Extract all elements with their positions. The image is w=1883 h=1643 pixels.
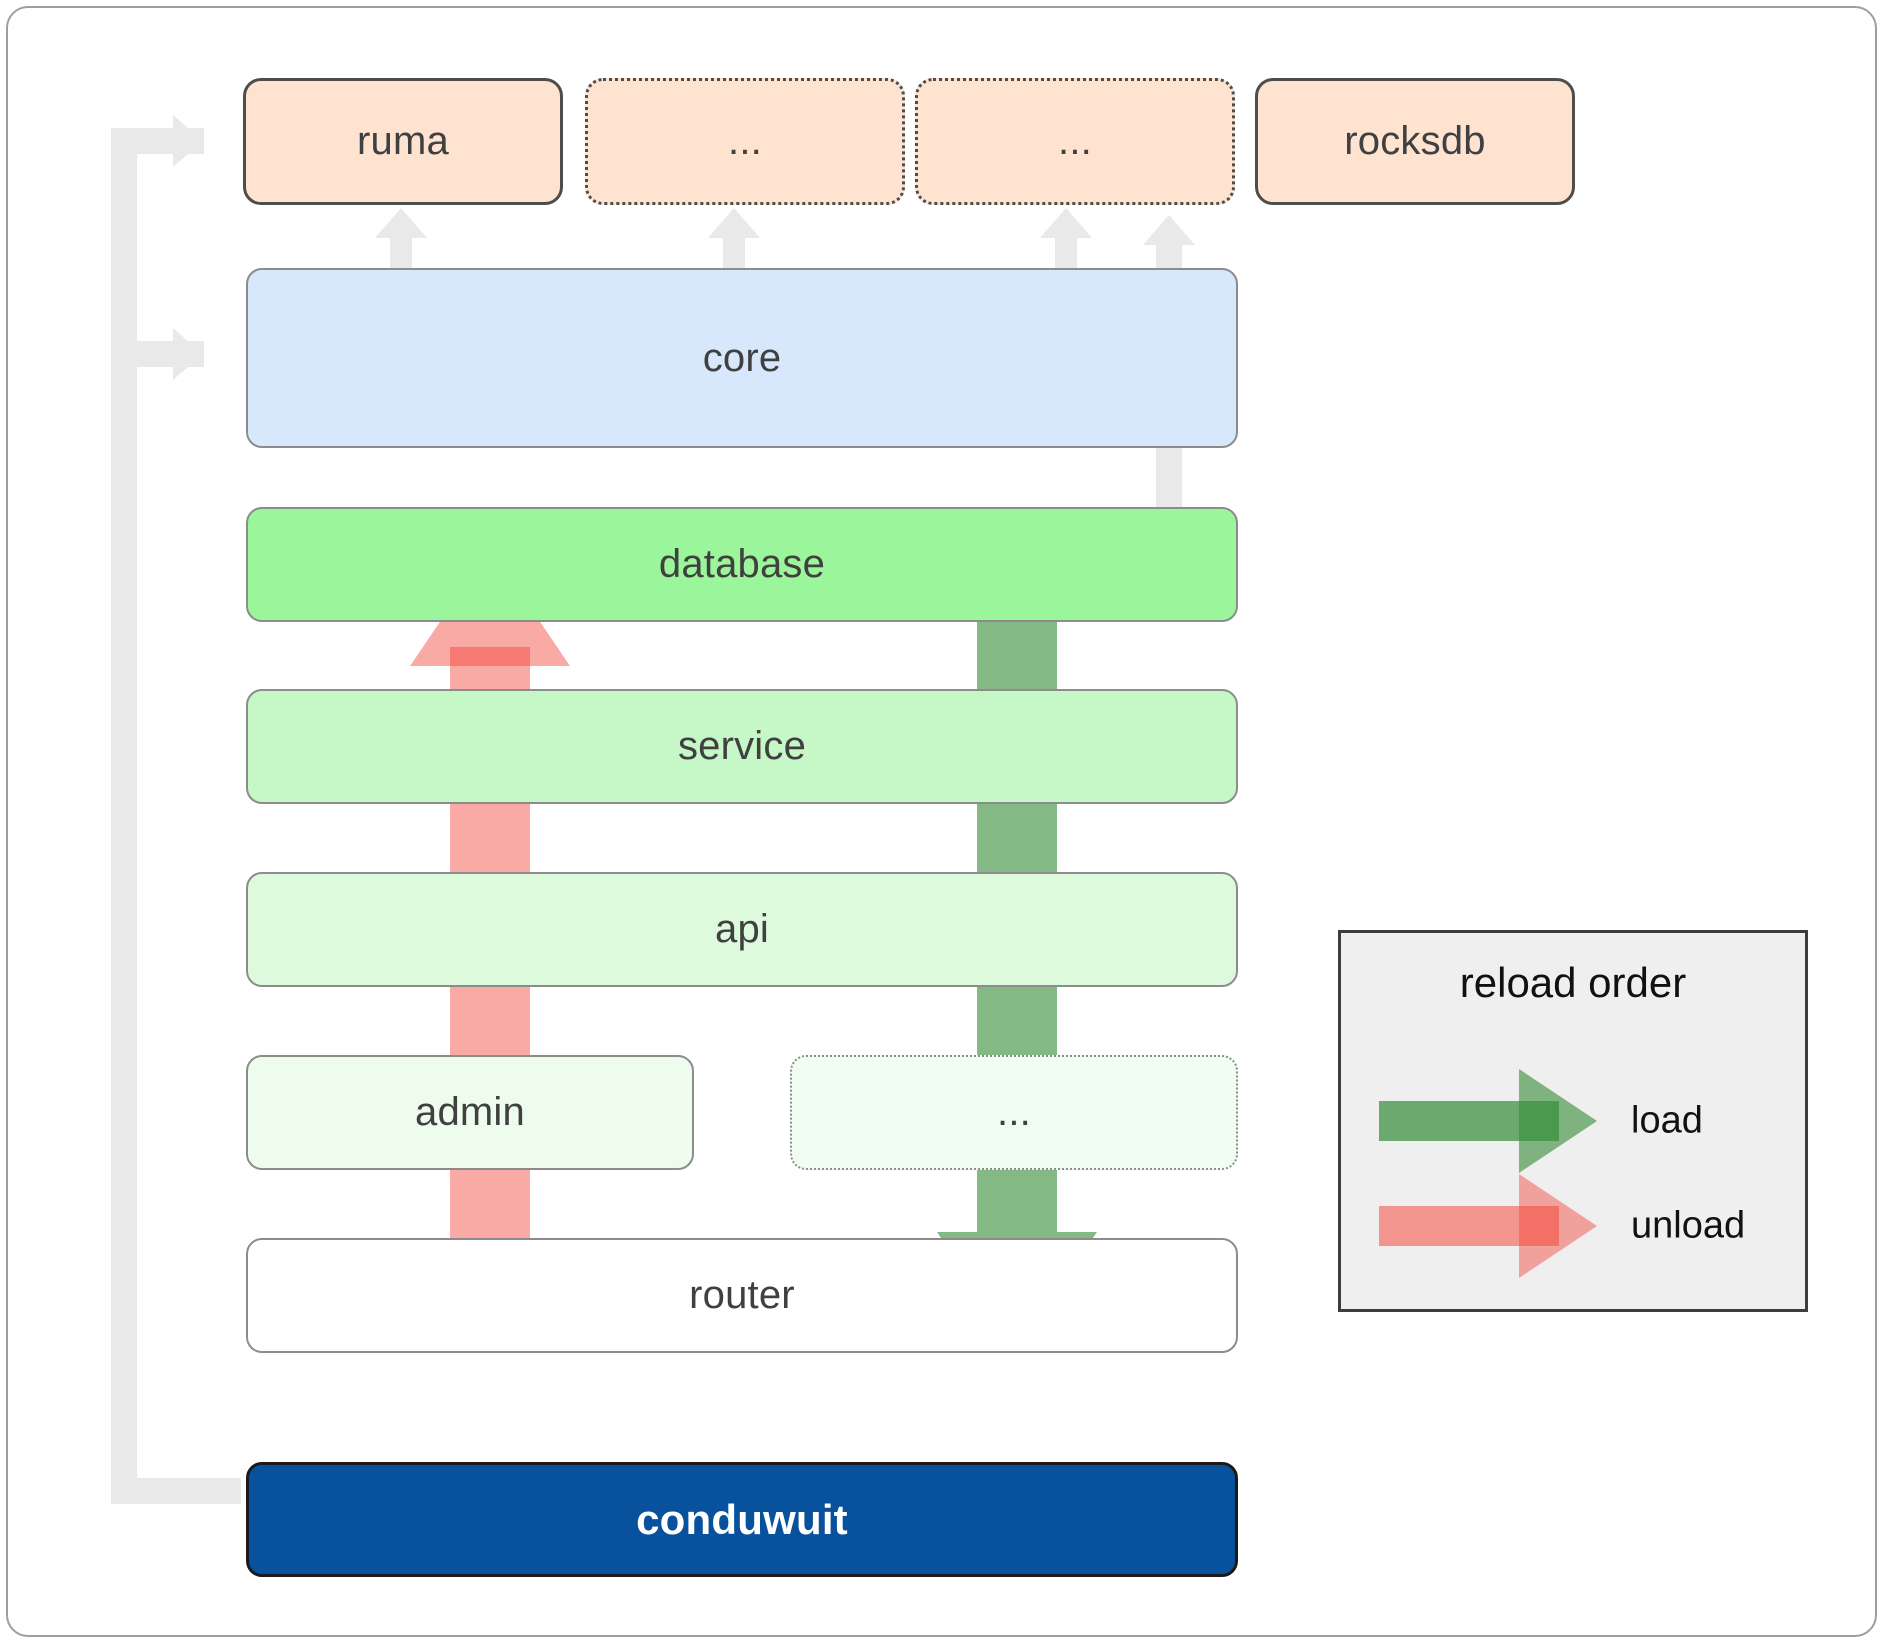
node-api[interactable]: api <box>246 872 1238 987</box>
node-rocksdb[interactable]: rocksdb <box>1255 78 1575 205</box>
node-database[interactable]: database <box>246 507 1238 622</box>
legend-item-unload: unload <box>1341 1174 1805 1278</box>
legend-load-label: load <box>1631 1099 1703 1142</box>
node-router[interactable]: router <box>246 1238 1238 1353</box>
legend-unload-arrow-head <box>1519 1174 1597 1278</box>
node-ruma[interactable]: ruma <box>243 78 563 205</box>
diagram-frame <box>6 6 1877 1637</box>
connector-core-to-ruma-shaft <box>390 236 412 278</box>
connector-core-to-dep3-arrowhead <box>1040 208 1092 238</box>
connector-core-to-dep2-arrowhead <box>708 208 760 238</box>
legend-panel: reload order load unload <box>1338 930 1808 1312</box>
connector-core-to-dep2-shaft <box>723 236 745 278</box>
connector-root-stub <box>111 1478 241 1504</box>
legend-load-arrow-head <box>1519 1069 1597 1173</box>
node-layer-placeholder[interactable]: ... <box>790 1055 1238 1170</box>
connector-to-core-arrowhead <box>173 328 203 380</box>
legend-item-load: load <box>1341 1069 1805 1173</box>
node-service[interactable]: service <box>246 689 1238 804</box>
connector-core-to-dep3-shaft <box>1055 236 1077 278</box>
legend-title: reload order <box>1459 959 1687 1006</box>
node-dependency-placeholder-2[interactable]: ... <box>915 78 1235 205</box>
legend-unload-label: unload <box>1631 1204 1746 1247</box>
legend-unload-arrow-shaft <box>1379 1206 1559 1246</box>
connector-to-ruma-arrowhead <box>173 115 203 167</box>
node-conduwuit[interactable]: conduwuit <box>246 1462 1238 1577</box>
node-core[interactable]: core <box>246 268 1238 448</box>
node-dependency-placeholder-1[interactable]: ... <box>585 78 905 205</box>
node-admin[interactable]: admin <box>246 1055 694 1170</box>
connector-core-to-ruma-arrowhead <box>375 208 427 238</box>
connector-trunk-left <box>111 128 137 1504</box>
connector-rocksdb-arrowhead <box>1143 215 1195 245</box>
